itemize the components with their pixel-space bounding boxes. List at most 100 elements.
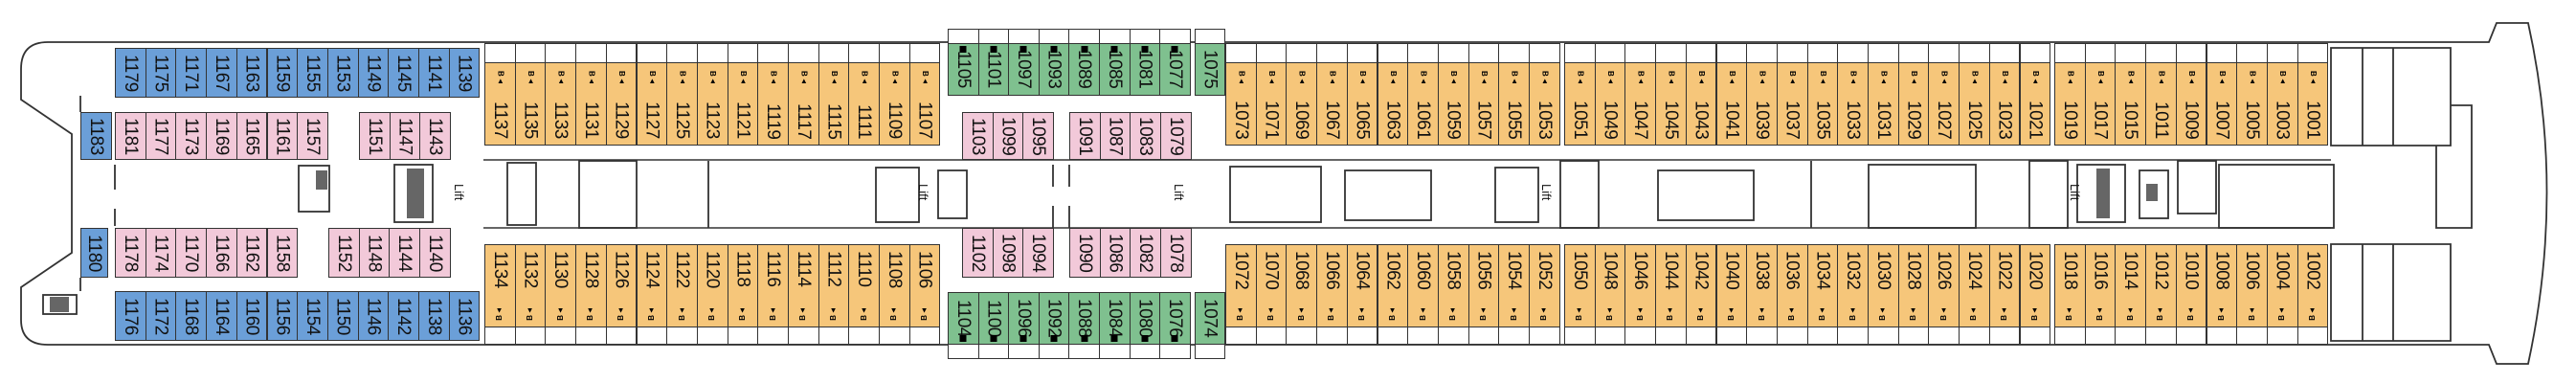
- cabin-1154[interactable]: 1154: [297, 291, 328, 341]
- cabin-1168[interactable]: 1168: [175, 291, 208, 341]
- cabin-1149[interactable]: 1149: [357, 48, 390, 98]
- cabin-1171[interactable]: 1171: [175, 48, 208, 98]
- cabin-1167[interactable]: 1167: [206, 48, 237, 98]
- cabin-1175[interactable]: 1175: [145, 48, 177, 98]
- cabin-1074[interactable]: 1074: [1195, 292, 1225, 345]
- cabin-1076[interactable]: 1076: [1159, 292, 1191, 345]
- cabin-1096[interactable]: 1096: [1008, 292, 1040, 345]
- cabin-1088[interactable]: 1088: [1068, 292, 1100, 345]
- cabin-1089[interactable]: 1089: [1068, 43, 1100, 96]
- cabin-1086[interactable]: 1086: [1099, 228, 1131, 278]
- cabin-1084[interactable]: 1084: [1099, 292, 1131, 345]
- cabin-1146[interactable]: 1146: [357, 291, 390, 341]
- cabin-1158[interactable]: 1158: [266, 228, 299, 278]
- cabin-1105[interactable]: 1105: [948, 43, 979, 96]
- cabin-1098[interactable]: 1098: [992, 228, 1024, 278]
- cabin-1147[interactable]: 1147: [389, 112, 421, 160]
- cabin-1157[interactable]: 1157: [297, 112, 328, 160]
- cabin-1144[interactable]: 1144: [389, 228, 421, 278]
- cabin-1170[interactable]: 1170: [175, 228, 208, 278]
- cabin-1177[interactable]: 1177: [145, 112, 177, 160]
- cabin-1100[interactable]: 1100: [977, 292, 1010, 345]
- cabin-1136[interactable]: 1136: [448, 291, 481, 341]
- cabin-1156[interactable]: 1156: [266, 291, 299, 341]
- cabin-1164[interactable]: 1164: [206, 291, 237, 341]
- cabin-1094[interactable]: 1094: [1022, 228, 1055, 278]
- cabin-1085[interactable]: 1085: [1099, 43, 1131, 96]
- cabin-1173[interactable]: 1173: [175, 112, 208, 160]
- cabin-1095[interactable]: 1095: [1022, 112, 1055, 160]
- cabin-1092[interactable]: 1092: [1038, 292, 1070, 345]
- cabin-1079[interactable]: 1079: [1160, 112, 1192, 160]
- cabin-1148[interactable]: 1148: [358, 228, 391, 278]
- cabin-1181[interactable]: 1181: [115, 112, 146, 160]
- cabin-1165[interactable]: 1165: [235, 112, 268, 160]
- cabin-1091[interactable]: 1091: [1069, 112, 1101, 160]
- cabin-1090[interactable]: 1090: [1069, 228, 1101, 278]
- cabin-1163[interactable]: 1163: [235, 48, 268, 98]
- cabin-1178[interactable]: 1178: [115, 228, 146, 278]
- cabin-1099[interactable]: 1099: [992, 112, 1024, 160]
- cabin-1169[interactable]: 1169: [206, 112, 237, 160]
- cabin-1097[interactable]: 1097: [1008, 43, 1040, 96]
- cabin-1172[interactable]: 1172: [145, 291, 177, 341]
- cabin-1160[interactable]: 1160: [235, 291, 268, 341]
